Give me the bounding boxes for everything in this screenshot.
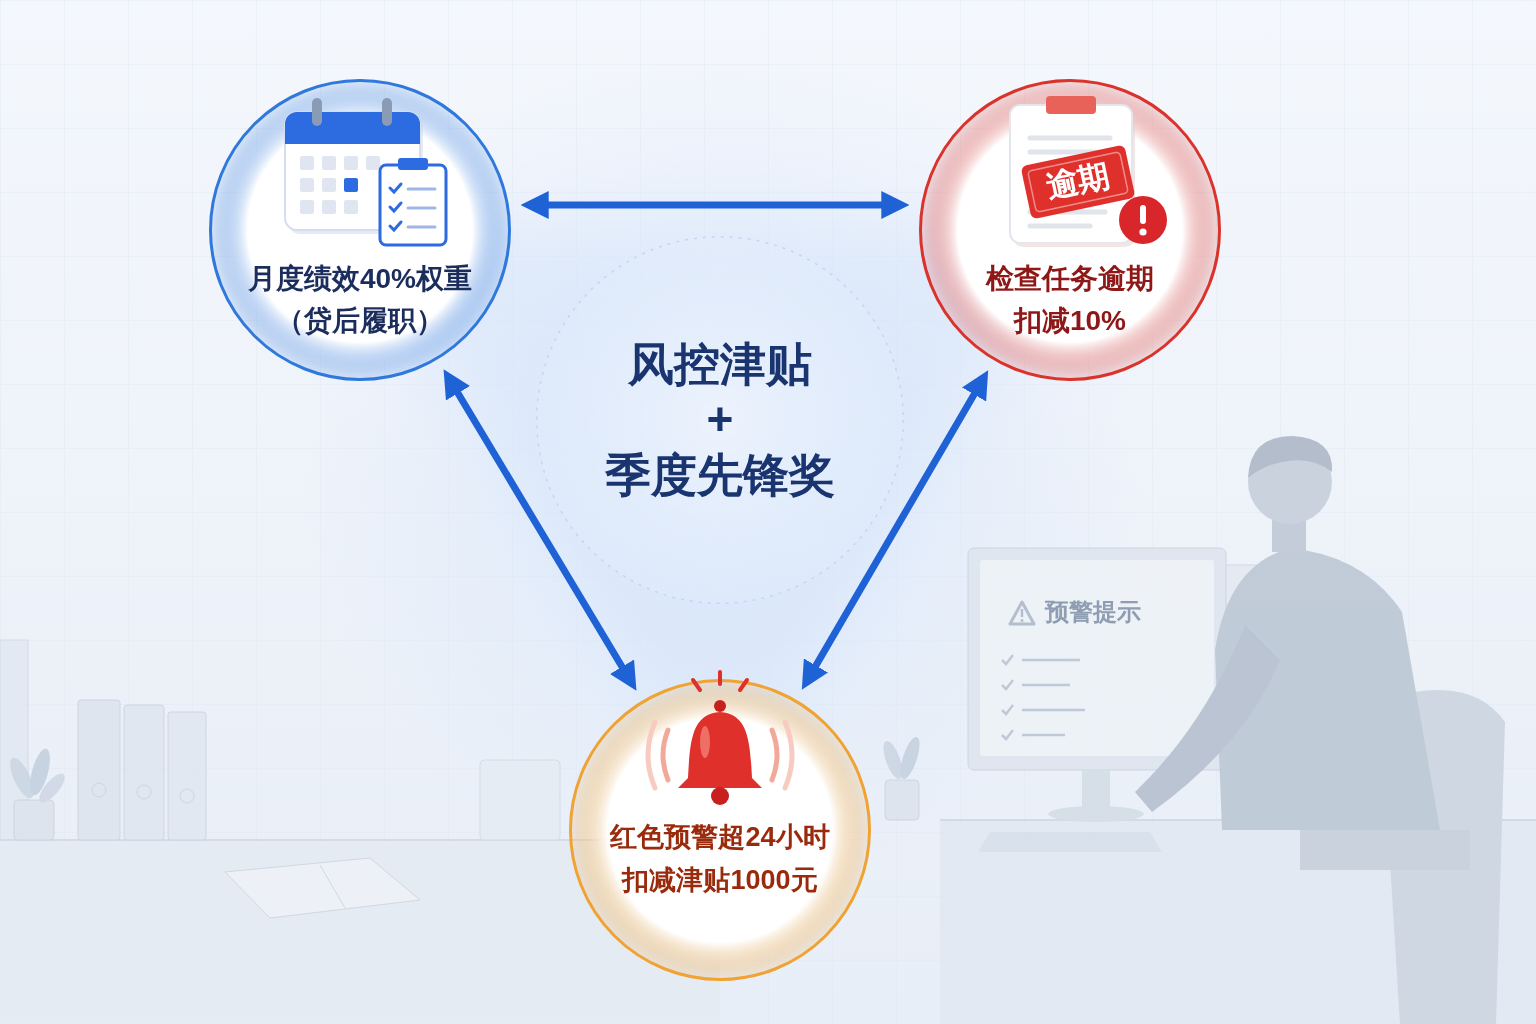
calendar-icon-part [322,156,336,170]
office-right-part-part [1002,680,1013,689]
alarm-bell-icon-part [693,672,747,690]
circle-border [537,237,904,604]
office-right-part [885,780,919,820]
office-right-part [1021,609,1024,617]
office-left-part [137,785,151,799]
circle-border [571,681,870,980]
calendar-icon-part-part [390,203,401,211]
calendar-icon-part-part [408,188,435,191]
overdue-doc-icon-part-part [1030,136,1110,141]
office-right-part [1082,770,1110,810]
office-right-part [1002,655,1085,739]
screen-text: 预警提示 [1045,596,1141,628]
office-left-part [124,705,164,840]
office-right-part-part [1002,655,1013,664]
office-left-part [225,858,420,918]
alarm-bell-icon-part [714,700,726,712]
circle-text: 月度绩效40%权重 （贷后履职） [225,258,495,342]
office-right-part [1010,602,1034,624]
calendar-icon-part-part [408,207,435,210]
office-left-part [78,700,120,840]
overdue-doc-icon-part-part [1021,145,1136,220]
alarm-bell-icon-part [663,730,668,780]
office-left-part [180,789,194,803]
calendar-icon-part [300,156,314,170]
calendar-icon-part [344,156,358,170]
office-right-part-part [1002,730,1013,739]
office-right-part [978,832,1162,852]
alarm-bell-icon-part [648,722,655,788]
office-left-part [92,783,106,797]
alarm-bell-icon-part [785,722,792,788]
office-right-part [1021,619,1024,622]
office-right-part-part [1022,709,1085,712]
calendar-icon-part-part [408,226,435,229]
alarm-bell-icon-part [772,730,777,780]
alarm-bell-icon-part-part [740,680,747,690]
circle-border [921,81,1220,380]
overdue-doc-icon-part [1021,145,1136,220]
office-left-part [320,865,345,908]
calendar-icon-part-part [390,222,401,230]
reward-center: 风控津贴 + 季度先锋奖 [535,235,905,605]
circle-border [211,81,510,380]
office-right-part [1248,436,1332,478]
stamp-text: 逾期 [1042,154,1114,210]
calendar-icon-part [380,165,446,245]
calendar-icon-part [382,98,392,126]
office-right-part-part [1022,734,1065,737]
office-right-part [897,735,924,781]
calendar-icon-part [344,178,358,192]
calendar-icon-part [408,189,435,227]
alarm-bell-icon-part [678,712,762,788]
alarm-bell-icon-part [711,787,729,805]
overdue-doc-icon-part-part [1030,224,1090,229]
office-right-part [1135,625,1280,812]
calendar-icon-part [300,200,314,214]
calendar-icon [285,98,446,245]
overdue-doc-icon-part-part [1028,152,1129,213]
circle-text: 红色预警超24小时 扣减津贴1000元 [582,816,858,902]
office-right-part [1300,830,1470,870]
alarm-bell-icon-part-part [693,680,700,690]
calendar-icon-part [390,184,401,230]
overdue-doc-icon-part [1139,228,1146,235]
office-right-part-part [1002,705,1013,714]
calendar-icon-part [285,112,420,144]
office-right-part-part [1022,659,1080,662]
alarm-bell-icon [648,672,792,805]
office-left-part [168,712,206,840]
overdue-doc-icon [1010,96,1167,247]
calendar-icon-part-part [390,184,401,192]
office-right-part [1048,806,1144,822]
office-right [880,436,1536,1024]
alarm-bell-icon-part-part [718,672,722,684]
office-left-part [480,760,560,840]
calendar-icon-part [312,98,322,126]
alarm-bell-icon-part [700,726,710,758]
overdue-doc-icon-part [1119,196,1167,244]
double-arrow [540,202,889,209]
center-title: 风控津贴 + 季度先锋奖 [560,337,880,503]
office-left-part [14,800,54,840]
calendar-icon-part [344,200,358,214]
office-left-part [35,770,69,807]
calendar-icon-part [300,178,314,192]
office-right-part [980,560,1214,756]
calendar-icon-part [322,178,336,192]
overdue-doc-icon-part [1140,205,1146,224]
office-right-part-part [1022,684,1070,687]
calendar-icon-part [398,158,428,170]
calendar-icon-part [285,128,420,144]
overdue-doc-icon-part [1046,96,1096,114]
calendar-icon-part [322,200,336,214]
circle-text: 检查任务逾期 扣减10% [935,258,1205,342]
calendar-icon-part [366,156,380,170]
